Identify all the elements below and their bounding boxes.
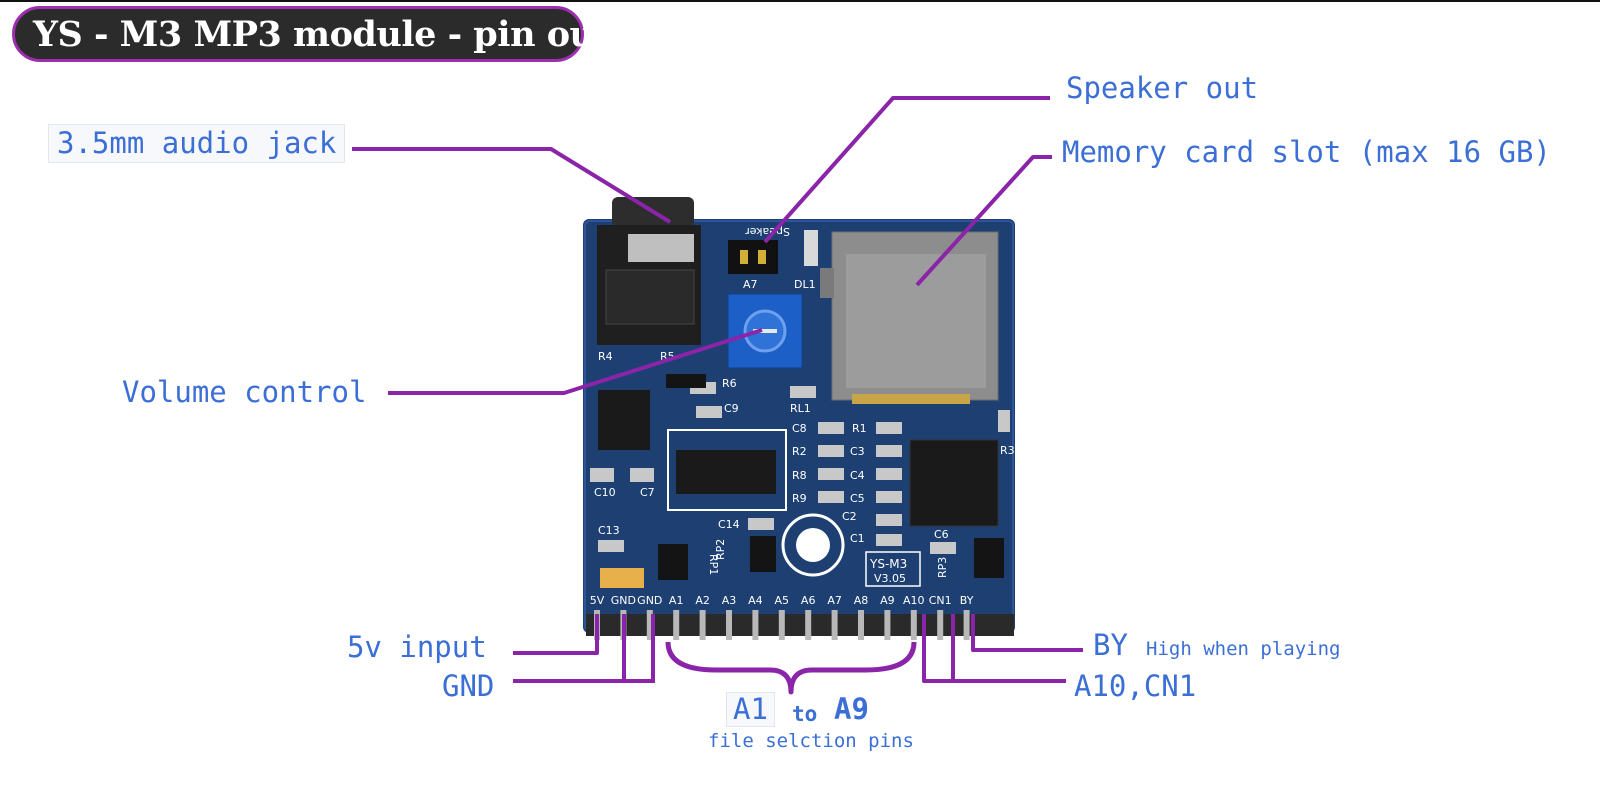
silk-c3: C3 [850,445,865,458]
header-pin [805,610,812,640]
pin-label-a2: A2 [695,594,710,607]
header-pin [831,610,838,640]
silk-rp1: RP1 [707,554,720,575]
silk-r1: R1 [852,422,867,435]
leader-by [971,614,1083,652]
logic-ic [667,429,787,511]
silk-c10: C10 [594,486,616,499]
amp-ic [598,390,650,450]
pin-label-a8: A8 [854,594,869,607]
header-pin [673,610,680,640]
silk-speaker: Speaker [745,225,790,238]
silk-model: YS-M3 [869,557,907,571]
silk-r6: R6 [722,377,737,390]
header-pin [699,610,706,640]
label-a1: A1 [726,692,775,727]
label-to: to [792,702,818,726]
header-pin [937,610,944,640]
pin-label-a4: A4 [748,594,763,607]
label-a9: A9 [834,692,869,726]
silk-c6: C6 [934,528,949,541]
label-by-note: High when playing [1146,638,1341,660]
silk-c5: C5 [850,492,865,505]
pin-label-a10: A10 [903,594,925,607]
silk-c2: C2 [842,510,857,523]
pin-label-5v: 5V [590,594,605,607]
silk-r4: R4 [598,350,613,363]
header-pin [858,610,864,640]
pin-label-gnd: GND [637,594,662,607]
page-title: YS - M3 MP3 module - pin out [12,6,611,62]
silk-c13: C13 [598,524,620,537]
label-gnd: GND [442,669,495,703]
leader-volume [388,328,763,395]
label-memory-card: Memory card slot (max 16 GB) [1062,135,1551,169]
pin-label-a6: A6 [801,594,816,607]
header-pin [646,610,653,640]
silk-c1: C1 [850,532,865,545]
leader-audio-jack [352,147,672,224]
label-file-selection: file selction pins [708,730,914,752]
silk-r9: R9 [792,492,807,505]
silk-rp2: RP2 [714,539,727,560]
header-pin [752,610,759,640]
leader-lines [352,96,1083,695]
silk-c9: C9 [724,402,739,415]
pin-label-by: BY [960,594,974,607]
pin-label-a9: A9 [880,594,895,607]
header-pin [910,610,917,640]
label-audio-jack: 3.5mm audio jack [48,124,346,163]
bracket-a1-a9 [665,641,917,695]
leader-5v [513,614,599,655]
pin-label-a1: A1 [669,594,684,607]
leader-a10 [922,614,1066,683]
silk-dl1: DL1 [794,278,816,291]
silk-c7: C7 [640,486,655,499]
pin-label-a3: A3 [722,594,737,607]
header-pin [884,610,891,640]
silk-r2: R2 [792,445,807,458]
silk-a7: A7 [743,278,758,291]
silk-version: V3.05 [874,572,906,585]
header-pin [778,610,785,640]
silk-rp3: RP3 [936,557,949,578]
volume-potentiometer [727,293,803,369]
controller-ic [909,439,999,527]
leader-speaker-out [763,96,1050,244]
pin-label-cn1: CN1 [929,594,952,607]
pin-label-a5: A5 [775,594,790,607]
tantalum-capacitor [600,568,644,588]
silk-c8: C8 [792,422,807,435]
silk-r8: R8 [792,469,807,482]
label-volume-control: Volume control [122,375,367,409]
header-pin [963,610,970,640]
label-a10-cn1: A10,CN1 [1074,669,1197,703]
label-5v-input: 5v input [347,630,487,664]
pin-label-a7: A7 [827,594,842,607]
silk-rl1: RL1 [790,402,811,415]
mounting-hole [781,513,845,577]
memory-card-slot [820,231,999,404]
audio-jack-component [597,197,701,345]
header-pin [726,610,732,640]
silk-r3: R3 [1000,444,1015,457]
label-speaker-out: Speaker out [1066,71,1259,105]
pin-header [586,610,1014,640]
leader-memory-card [915,155,1052,287]
label-by: BY [1093,628,1128,662]
silk-c14: C14 [718,518,740,531]
pin-label-gnd: GND [611,594,636,607]
silk-c4: C4 [850,469,865,482]
speaker-header [728,230,818,274]
